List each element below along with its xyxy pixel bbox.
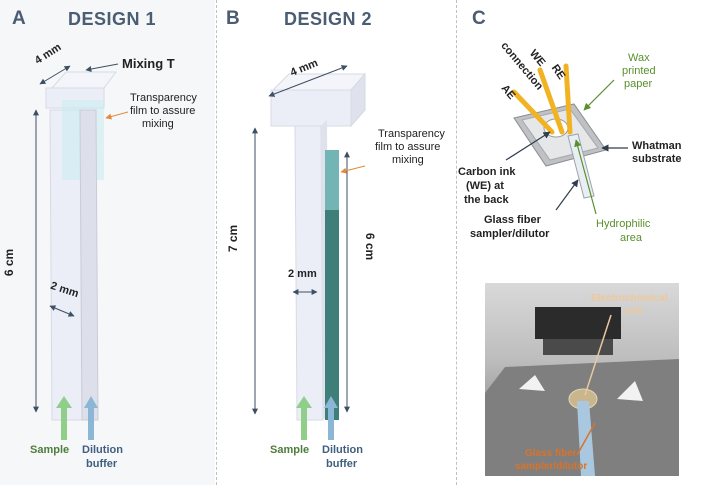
glass-label-2: sampler/dilutor [470,228,550,240]
ae-lead [511,89,555,135]
dim-2mm-a [49,305,75,317]
carbon-pointer [505,131,551,161]
panel-b-title: DESIGN 2 [284,9,373,29]
buffer-label-b-1: Dilution [322,444,363,456]
panel-a-letter: A [12,8,26,29]
dim-4mm-a [39,65,71,85]
panel-c-letter: C [472,8,486,29]
sample-arrow-a [56,396,72,440]
design2-film [325,150,339,420]
design1-drawing [33,63,129,440]
photo-cell-pointer [584,314,612,396]
divider-bc [456,0,457,485]
wax-label-2: printed [622,65,656,77]
panel-b-letter: B [226,8,240,29]
carbon-label-2: (WE) at [466,180,504,192]
glass-label-1: Glass fiber [484,214,541,226]
design1-buffer-strip [79,109,99,421]
wax-label-3: paper [624,78,653,90]
photo-glass-pointer [576,422,596,456]
device-photo-drawing [485,307,679,476]
film-pointer-a [105,111,129,120]
film-label-a-2: film to assure [130,105,196,117]
hydrophilic-label-2: area [620,232,643,244]
photo-connector [535,307,621,339]
mixing-t-top [50,71,117,89]
film-label-a-3: mixing [142,118,174,130]
photo-cell-label-2: cell [625,306,642,317]
carbon-label-1: Carbon ink [458,166,516,178]
carbon-label-3: the back [464,194,509,206]
sample-label-b: Sample [270,444,310,456]
buffer-arrow-a [84,396,98,440]
film-label-a-1: Transparency [130,92,197,104]
wax-pointer [583,79,615,111]
buffer-label-b-2: buffer [326,458,358,470]
sample-arrow-b [296,396,312,440]
hydrophilic-label-1: Hydrophilic [596,218,651,230]
mixing-t-pointer [85,63,119,72]
dim-6cm-a-label: 6 cm [2,248,17,277]
re-lead [563,63,573,135]
mixing-t-label: Mixing T [122,56,175,71]
buffer-label-a-2: buffer [86,458,118,470]
photo-cell-label-1: Electrochemical [591,293,668,304]
film-label-b-1: Transparency [378,128,445,140]
photo-connector-pins [543,339,613,355]
t-side-face [350,72,366,128]
glass-pointer [555,179,579,211]
divider-ab [216,0,217,485]
dim-6cm-b-label: 6 cm [363,232,378,261]
film-label-b-3: mixing [392,154,424,166]
film-pointer-b [340,165,366,174]
dim-7cm-b-label: 7 cm [226,224,241,253]
sample-label-a: Sample [30,444,70,456]
device-photo: Electrochemical cell Glass fiber sampler… [485,283,679,476]
whatman-label-1: Whatman [632,140,682,152]
photo-glass-label-2: sampler/dilutor [515,461,588,472]
panel-a-title: DESIGN 1 [68,9,157,29]
we-lead [537,67,565,135]
photo-glass-label-1: Glass fiber [525,448,577,459]
photo-triangle-right [617,381,643,401]
sensor-schematic [505,63,628,215]
film-label-b-2: film to assure [375,141,441,153]
hydrophilic-pointer [574,139,597,215]
design2-drawing [252,65,367,440]
whatman-label-2: substrate [632,153,682,165]
buffer-arrow-b [324,396,338,440]
photo-triangle-left [519,375,545,391]
dim-4mm-b [268,65,348,97]
buffer-label-a-1: Dilution [82,444,123,456]
design2-film-top [325,150,339,210]
t-front-face [270,89,352,127]
dim-2mm-b-label: 2 mm [288,268,317,280]
wax-label-1: Wax [628,52,650,64]
